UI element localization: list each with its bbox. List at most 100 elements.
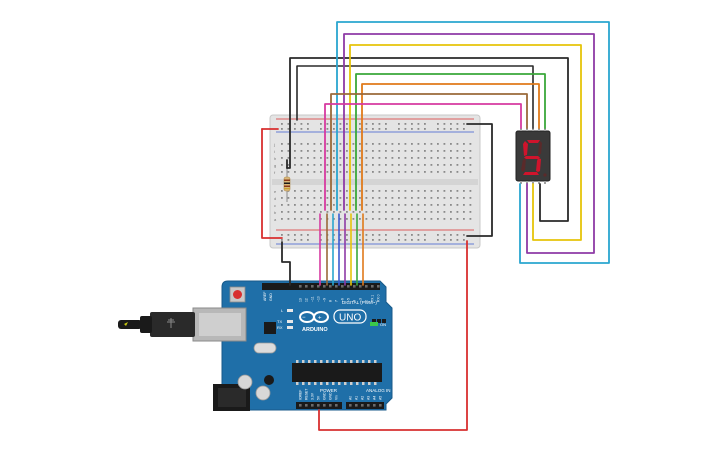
breadboard-hole[interactable] <box>378 190 381 192</box>
breadboard-hole[interactable] <box>424 204 426 206</box>
breadboard-hole[interactable] <box>424 171 426 173</box>
breadboard-hole[interactable] <box>463 171 465 173</box>
breadboard-hole[interactable] <box>443 204 446 206</box>
breadboard-hole[interactable] <box>469 218 472 220</box>
breadboard-hole[interactable] <box>320 123 322 125</box>
breadboard-hole[interactable] <box>411 150 413 152</box>
header-pin-hole[interactable] <box>341 285 344 288</box>
wire-green[interactable] <box>355 73 546 211</box>
breadboard-hole[interactable] <box>385 157 387 159</box>
breadboard-hole[interactable] <box>469 157 472 159</box>
breadboard-hole[interactable] <box>385 204 387 206</box>
breadboard-hole[interactable] <box>307 239 309 241</box>
breadboard-hole[interactable] <box>326 211 329 213</box>
breadboard-hole[interactable] <box>281 197 283 199</box>
breadboard-hole[interactable] <box>378 239 381 241</box>
breadboard-hole[interactable] <box>359 234 361 236</box>
breadboard-hole[interactable] <box>287 197 290 199</box>
breadboard-hole[interactable] <box>469 171 472 173</box>
breadboard-hole[interactable] <box>450 197 452 199</box>
header-pin-hole[interactable] <box>323 285 326 288</box>
breadboard-hole[interactable] <box>372 211 374 213</box>
breadboard-hole[interactable] <box>372 157 374 159</box>
breadboard-hole[interactable] <box>456 143 459 145</box>
breadboard-hole[interactable] <box>443 197 446 199</box>
breadboard-hole[interactable] <box>320 171 322 173</box>
breadboard-hole[interactable] <box>281 128 283 130</box>
breadboard-hole[interactable] <box>385 128 387 130</box>
breadboard-hole[interactable] <box>456 204 459 206</box>
header-pin-hole[interactable] <box>355 404 358 407</box>
breadboard-hole[interactable] <box>437 143 439 145</box>
breadboard-hole[interactable] <box>352 211 355 213</box>
breadboard-hole[interactable] <box>443 150 446 152</box>
breadboard-hole[interactable] <box>385 190 387 192</box>
header-pin-hole[interactable] <box>299 285 302 288</box>
breadboard-hole[interactable] <box>281 171 283 173</box>
breadboard-hole[interactable] <box>450 239 452 241</box>
breadboard-hole[interactable] <box>359 211 361 213</box>
breadboard-hole[interactable] <box>346 150 348 152</box>
breadboard-hole[interactable] <box>385 143 387 145</box>
breadboard-hole[interactable] <box>378 164 381 166</box>
breadboard-hole[interactable] <box>443 143 446 145</box>
breadboard-hole[interactable] <box>300 128 303 130</box>
breadboard-hole[interactable] <box>437 128 439 130</box>
breadboard-hole[interactable] <box>372 164 374 166</box>
breadboard-hole[interactable] <box>411 218 413 220</box>
breadboard-hole[interactable] <box>378 211 381 213</box>
wire-yellow[interactable] <box>349 44 582 241</box>
breadboard-hole[interactable] <box>294 171 296 173</box>
breadboard-hole[interactable] <box>307 211 309 213</box>
breadboard-hole[interactable] <box>443 123 446 125</box>
breadboard-hole[interactable] <box>365 164 368 166</box>
breadboard-hole[interactable] <box>294 204 296 206</box>
breadboard-hole[interactable] <box>411 157 413 159</box>
breadboard-hole[interactable] <box>398 190 400 192</box>
breadboard-hole[interactable] <box>313 204 316 206</box>
breadboard-hole[interactable] <box>450 211 452 213</box>
breadboard-hole[interactable] <box>437 197 439 199</box>
wire-brown[interactable] <box>330 93 528 211</box>
breadboard-hole[interactable] <box>307 197 309 199</box>
breadboard-hole[interactable] <box>450 150 452 152</box>
breadboard-hole[interactable] <box>287 150 290 152</box>
breadboard-hole[interactable] <box>359 171 361 173</box>
breadboard-hole[interactable] <box>365 171 368 173</box>
breadboard-hole[interactable] <box>411 123 413 125</box>
breadboard-hole[interactable] <box>404 150 407 152</box>
breadboard-hole[interactable] <box>372 234 374 236</box>
breadboard-hole[interactable] <box>287 211 290 213</box>
breadboard-hole[interactable] <box>437 218 439 220</box>
breadboard-hole[interactable] <box>411 204 413 206</box>
breadboard-hole[interactable] <box>326 190 329 192</box>
breadboard-hole[interactable] <box>417 164 420 166</box>
wire-red-rail-link[interactable] <box>261 128 283 239</box>
breadboard-hole[interactable] <box>300 211 303 213</box>
breadboard-hole[interactable] <box>450 128 452 130</box>
breadboard-hole[interactable] <box>404 211 407 213</box>
breadboard-hole[interactable] <box>378 157 381 159</box>
breadboard-hole[interactable] <box>404 204 407 206</box>
breadboard-hole[interactable] <box>346 197 348 199</box>
breadboard-hole[interactable] <box>456 239 459 241</box>
breadboard-hole[interactable] <box>346 211 348 213</box>
breadboard-hole[interactable] <box>352 197 355 199</box>
breadboard-hole[interactable] <box>346 234 348 236</box>
breadboard-hole[interactable] <box>339 234 342 236</box>
breadboard-hole[interactable] <box>346 157 348 159</box>
breadboard-hole[interactable] <box>443 234 446 236</box>
breadboard-hole[interactable] <box>411 128 413 130</box>
breadboard-hole[interactable] <box>307 164 309 166</box>
breadboard-hole[interactable] <box>294 128 296 130</box>
breadboard-hole[interactable] <box>385 171 387 173</box>
breadboard-hole[interactable] <box>352 164 355 166</box>
breadboard-hole[interactable] <box>300 164 303 166</box>
breadboard-hole[interactable] <box>326 204 329 206</box>
breadboard-hole[interactable] <box>287 234 290 236</box>
breadboard-hole[interactable] <box>300 234 303 236</box>
breadboard-hole[interactable] <box>287 239 290 241</box>
header-pin-hole[interactable] <box>335 285 338 288</box>
breadboard-hole[interactable] <box>359 128 361 130</box>
breadboard-hole[interactable] <box>365 157 368 159</box>
